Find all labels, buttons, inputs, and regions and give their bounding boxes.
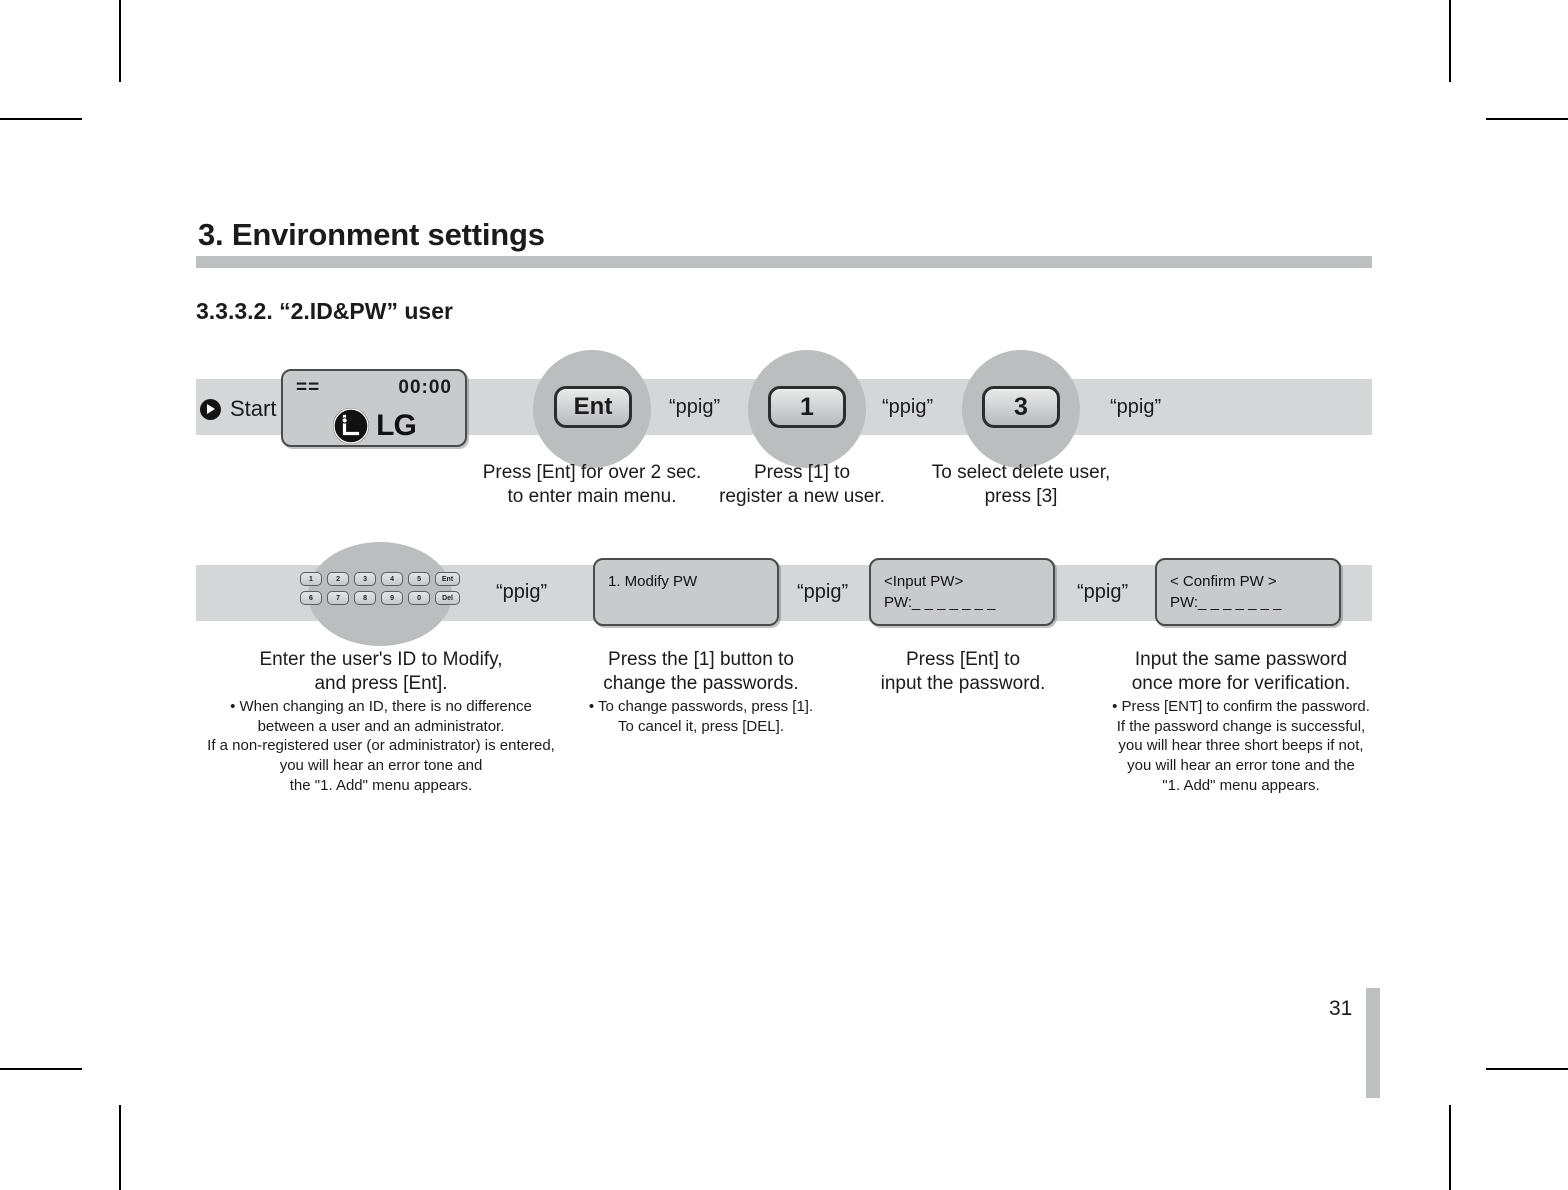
keypad-key-4[interactable]: 4 bbox=[381, 572, 404, 586]
keypad-key-9[interactable]: 9 bbox=[381, 591, 404, 605]
key-one-label: 1 bbox=[800, 392, 814, 421]
keypad-key-3[interactable]: 3 bbox=[354, 572, 377, 586]
crop-mark-bottom-right-vertical bbox=[1449, 1105, 1451, 1190]
keypad-key-7[interactable]: 7 bbox=[327, 591, 350, 605]
caption-sub: • When changing an ID, there is no diffe… bbox=[207, 697, 555, 795]
lcd-line-1: 1. Modify PW bbox=[608, 573, 698, 590]
sound-label-ppig-r2-1: “ppig” bbox=[496, 581, 548, 603]
key-ent-label: Ent bbox=[573, 393, 613, 420]
caption-main: Input the same password once more for ve… bbox=[1131, 649, 1351, 694]
sound-label-ppig-r1-2: “ppig” bbox=[882, 396, 934, 418]
caption-row1-1: Press [Ent] for over 2 sec. to enter mai… bbox=[452, 461, 732, 509]
caption-main: Press the [1] button to change the passw… bbox=[603, 649, 799, 694]
lcd-line-2: PW:_ _ _ _ _ _ _ bbox=[1170, 594, 1282, 612]
crop-mark-top-left-vertical bbox=[119, 0, 121, 82]
key-ent[interactable]: Ent bbox=[554, 386, 632, 428]
crop-mark-top-left-horizontal bbox=[0, 118, 82, 120]
lg-logo-icon bbox=[332, 407, 370, 445]
caption-main: Enter the user's ID to Modify, and press… bbox=[259, 649, 503, 694]
keypad-key-del[interactable]: Del bbox=[435, 591, 460, 605]
key-one[interactable]: 1 bbox=[768, 386, 846, 428]
lcd-line-1: < Confirm PW > bbox=[1170, 573, 1277, 590]
caption-main: Press [Ent] to input the password. bbox=[880, 649, 1046, 694]
keypad-cluster[interactable]: 1 2 3 4 5 Ent 6 7 8 9 0 Del bbox=[300, 572, 460, 610]
caption-row2-2: Press the [1] button to change the passw… bbox=[556, 648, 846, 736]
key-three-label: 3 bbox=[1014, 392, 1028, 421]
keypad-row-bottom: 6 7 8 9 0 Del bbox=[300, 591, 460, 605]
caption-main: Press [1] to register a new user. bbox=[719, 462, 885, 507]
heading-rule bbox=[196, 256, 1372, 269]
caption-main: To select delete user, press [3] bbox=[931, 462, 1111, 507]
crop-mark-bottom-left-horizontal bbox=[0, 1068, 82, 1070]
caption-main: Press [Ent] for over 2 sec. to enter mai… bbox=[482, 462, 702, 507]
crop-mark-top-right-vertical bbox=[1449, 0, 1451, 82]
sound-label-ppig-r2-2: “ppig” bbox=[797, 581, 849, 603]
keypad-key-0[interactable]: 0 bbox=[408, 591, 431, 605]
page-edge-bar bbox=[1366, 988, 1380, 1098]
caption-row1-2: Press [1] to register a new user. bbox=[687, 461, 917, 509]
lcd-screen-input-pw: <Input PW> PW:_ _ _ _ _ _ _ bbox=[869, 558, 1055, 626]
lcd-left-indicator: == bbox=[296, 377, 321, 398]
keypad-key-1[interactable]: 1 bbox=[300, 572, 323, 586]
caption-sub: • To change passwords, press [1]. To can… bbox=[588, 697, 814, 735]
lcd-clock: 00:00 bbox=[398, 377, 452, 398]
crop-mark-top-right-horizontal bbox=[1486, 118, 1568, 120]
section-title: 3.3.3.2. “2.ID&PW” user bbox=[196, 298, 453, 324]
lcd-line-2: PW:_ _ _ _ _ _ _ bbox=[884, 594, 996, 612]
caption-row2-1: Enter the user's ID to Modify, and press… bbox=[186, 648, 576, 796]
caption-sub: • Press [ENT] to confirm the password. I… bbox=[1112, 697, 1370, 795]
page-number: 31 bbox=[1329, 997, 1353, 1020]
lcd-logo: LG bbox=[283, 407, 465, 445]
lg-wordmark: LG bbox=[376, 409, 417, 442]
lcd-screen-idle: == 00:00 LG bbox=[281, 369, 467, 447]
sound-label-ppig-r1-3: “ppig” bbox=[1110, 396, 1162, 418]
sound-label-ppig-r1-1: “ppig” bbox=[669, 396, 721, 418]
heading-block: 3. Environment settings bbox=[196, 217, 1372, 269]
caption-row2-4: Input the same password once more for ve… bbox=[1086, 648, 1396, 796]
sound-label-ppig-r2-3: “ppig” bbox=[1077, 581, 1129, 603]
caption-row1-3: To select delete user, press [3] bbox=[906, 461, 1136, 509]
caption-row2-3: Press [Ent] to input the password. bbox=[852, 648, 1074, 697]
keypad-key-8[interactable]: 8 bbox=[354, 591, 377, 605]
keypad-key-ent[interactable]: Ent bbox=[435, 572, 460, 586]
start-label: Start bbox=[230, 396, 277, 421]
crop-mark-bottom-right-horizontal bbox=[1486, 1068, 1568, 1070]
keypad-key-5[interactable]: 5 bbox=[408, 572, 431, 586]
keypad-row-top: 1 2 3 4 5 Ent bbox=[300, 572, 460, 586]
keypad-key-2[interactable]: 2 bbox=[327, 572, 350, 586]
play-arrow-icon bbox=[200, 398, 221, 420]
lcd-line-1: <Input PW> bbox=[884, 573, 964, 590]
lcd-screen-modify-pw: 1. Modify PW bbox=[593, 558, 779, 626]
key-three[interactable]: 3 bbox=[982, 386, 1060, 428]
crop-mark-bottom-left-vertical bbox=[119, 1105, 121, 1190]
keypad-key-6[interactable]: 6 bbox=[300, 591, 323, 605]
lcd-screen-confirm-pw: < Confirm PW > PW:_ _ _ _ _ _ _ bbox=[1155, 558, 1341, 626]
page-title: 3. Environment settings bbox=[198, 217, 545, 252]
lcd-status-row: == 00:00 bbox=[296, 377, 452, 399]
start-marker: Start bbox=[200, 396, 276, 422]
